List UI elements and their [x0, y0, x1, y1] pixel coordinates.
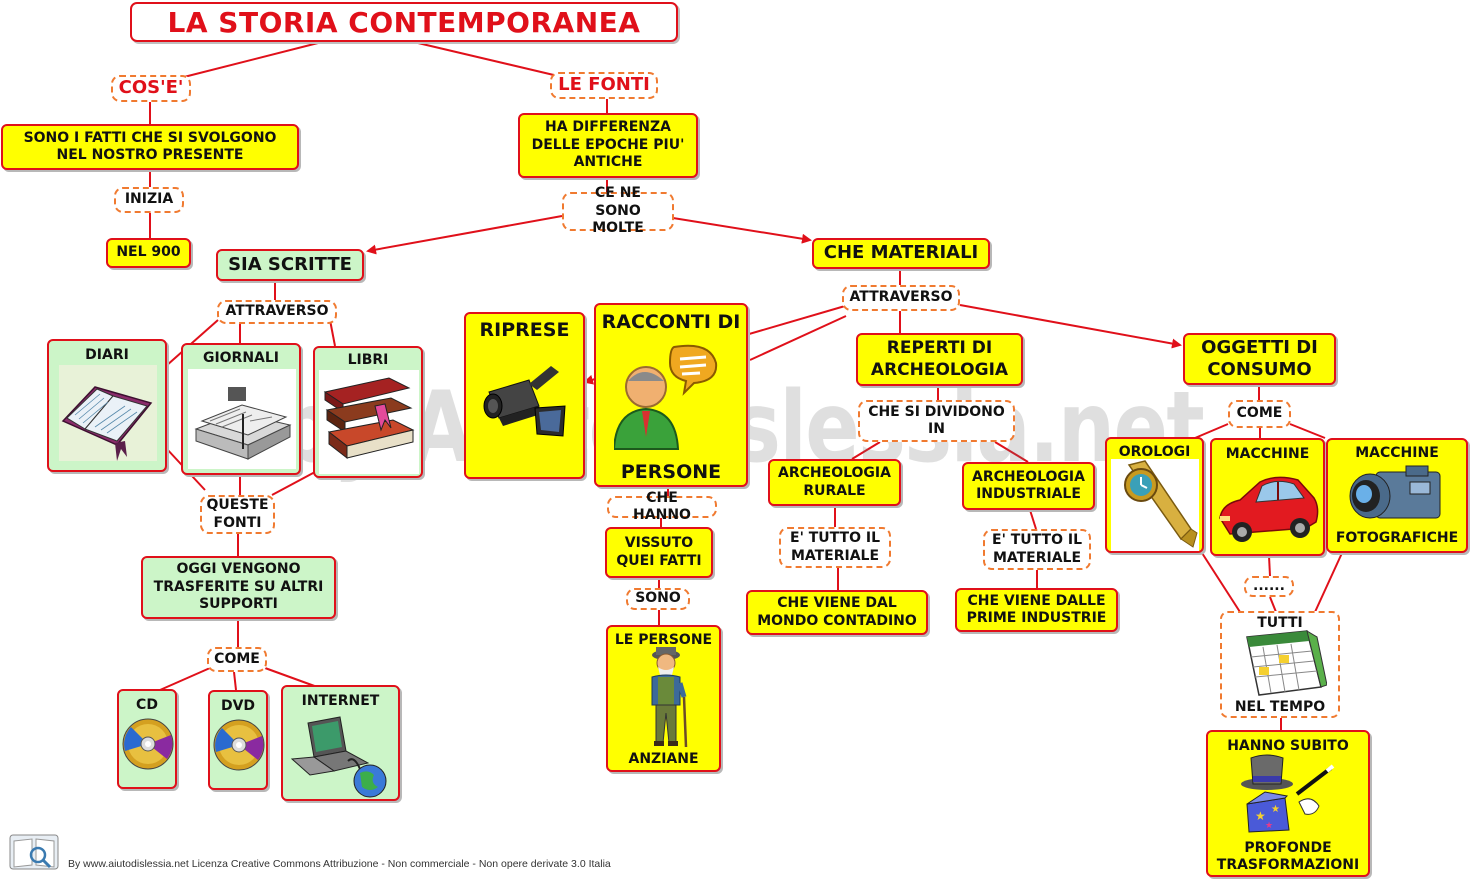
attraverso-label-1: ATTRAVERSO	[217, 300, 337, 324]
rurale-box: ARCHEOLOGIA RURALE	[768, 459, 901, 506]
orologi-label: OROLOGI	[1118, 444, 1191, 460]
books-icon	[319, 370, 419, 474]
racconti-label-top: RACCONTI DI	[601, 311, 741, 333]
tutti-nel-tempo-box: TUTTI NEL TEMPO	[1220, 611, 1340, 718]
diari-box: DIARI	[47, 339, 167, 472]
diari-label: DIARI	[85, 347, 129, 363]
racconti-box: RACCONTI DI PERSONE	[594, 303, 748, 487]
page-title: LA STORIA CONTEMPORANEA	[130, 2, 678, 42]
nel-tempo-label: NEL TEMPO	[1234, 699, 1326, 715]
internet-box: INTERNET	[281, 685, 400, 801]
dvd-box: DVD	[208, 690, 268, 790]
internet-label: INTERNET	[301, 693, 380, 709]
vissuto-box: VISSUTO QUEI FATTI	[605, 527, 713, 578]
giornali-label: GIORNALI	[202, 350, 280, 366]
fonti-label: LE FONTI	[550, 72, 658, 99]
come-label-1: COME	[207, 647, 267, 672]
nel900-box: NEL 900	[106, 238, 191, 268]
queste-fonti-label: QUESTE FONTI	[200, 495, 275, 534]
svg-text:★: ★	[1255, 809, 1266, 823]
anziane-label: ANZIANE	[628, 751, 699, 767]
tutti-label: TUTTI	[1257, 615, 1303, 631]
industriale-box: ARCHEOLOGIA INDUSTRIALE	[962, 462, 1095, 510]
wristwatch-icon	[1111, 459, 1199, 551]
video-camera-icon	[483, 366, 566, 437]
giornali-box: GIORNALI	[181, 343, 301, 475]
le-persone-label: LE PERSONE	[614, 632, 713, 648]
industrie-box: CHE VIENE DALLE PRIME INDUSTRIE	[955, 588, 1118, 632]
riprese-label: RIPRESE	[479, 319, 570, 341]
macchine-foto-box: MACCHINE FOTOGRAFICHE	[1326, 438, 1468, 553]
cose-label: COS'E'	[111, 75, 191, 102]
si-dividono-label: CHE SI DIVIDONO IN	[858, 400, 1015, 442]
footer-license: By www.aiutodislessia.net Licenza Creati…	[68, 858, 611, 870]
magic-hat-icon: ★ ★ ★	[1241, 754, 1335, 833]
orologi-box: OROLOGI	[1105, 437, 1204, 553]
photo-camera-icon	[1349, 465, 1441, 519]
newspaper-icon	[188, 369, 296, 469]
che-materiali-box: CHE MATERIALI	[812, 238, 990, 269]
cd-label: CD	[136, 697, 158, 713]
sia-scritte-box: SIA SCRITTE	[216, 249, 364, 281]
dvd-icon	[213, 719, 265, 771]
reperti-box: REPERTI DI ARCHEOLOGIA	[856, 333, 1023, 386]
riprese-box: RIPRESE	[464, 312, 585, 479]
person-speech-icon	[614, 344, 718, 450]
profonde-trasformazioni-label: PROFONDE TRASFORMAZIONI	[1216, 840, 1360, 873]
site-logo-icon	[9, 834, 59, 870]
attraverso-label-2: ATTRAVERSO	[842, 285, 960, 311]
calendar-icon	[1246, 629, 1327, 696]
tutto-materiale-label-1: E' TUTTO IL MATERIALE	[779, 527, 891, 568]
persone-anziane-box: LE PERSONE ANZIANE	[606, 625, 721, 772]
svg-text:★: ★	[1271, 804, 1280, 815]
notebook-icon	[59, 365, 157, 461]
che-hanno-label: CHE HANNO	[607, 490, 717, 523]
cd-icon	[122, 718, 174, 770]
racconti-label-bottom: PERSONE	[620, 461, 722, 483]
oggi-box: OGGI VENGONO TRASFERITE SU ALTRI SUPPORT…	[141, 556, 336, 619]
hanno-subito-label: HANNO SUBITO	[1227, 738, 1349, 754]
trasformazioni-box: HANNO SUBITO ★ ★ ★ PROFONDE TRASFORMAZIO…	[1206, 730, 1370, 877]
macchine-box: MACCHINE	[1210, 438, 1325, 556]
laptop-globe-icon	[290, 716, 387, 798]
come-label-2: COME	[1228, 400, 1291, 428]
libri-label: LIBRI	[347, 352, 389, 368]
inizia-label: INIZIA	[114, 187, 184, 213]
tutto-materiale-label-2: E' TUTTO IL MATERIALE	[983, 529, 1091, 570]
red-car-icon	[1219, 476, 1319, 542]
libri-box: LIBRI	[313, 346, 423, 478]
fatti-box: SONO I FATTI CHE SI SVOLGONO NEL NOSTRO …	[1, 124, 299, 170]
svg-text:★: ★	[1265, 821, 1273, 831]
macchine-foto-label-bottom: FOTOGRAFICHE	[1335, 530, 1459, 546]
cd-box: CD	[117, 689, 177, 789]
oggetti-box: OGGETTI DI CONSUMO	[1183, 333, 1336, 385]
macchine-foto-label-top: MACCHINE	[1355, 445, 1439, 461]
differenza-box: HA DIFFERENZA DELLE EPOCHE PIU' ANTICHE	[518, 113, 698, 178]
old-man-icon	[651, 647, 688, 748]
macchine-label: MACCHINE	[1225, 446, 1310, 462]
dvd-label: DVD	[220, 698, 256, 714]
sono-label: SONO	[626, 588, 690, 610]
contadino-box: CHE VIENE DAL MONDO CONTADINO	[746, 590, 928, 635]
dots-label: ......	[1244, 576, 1294, 597]
molte-label: CE NE SONO MOLTE	[562, 185, 674, 236]
